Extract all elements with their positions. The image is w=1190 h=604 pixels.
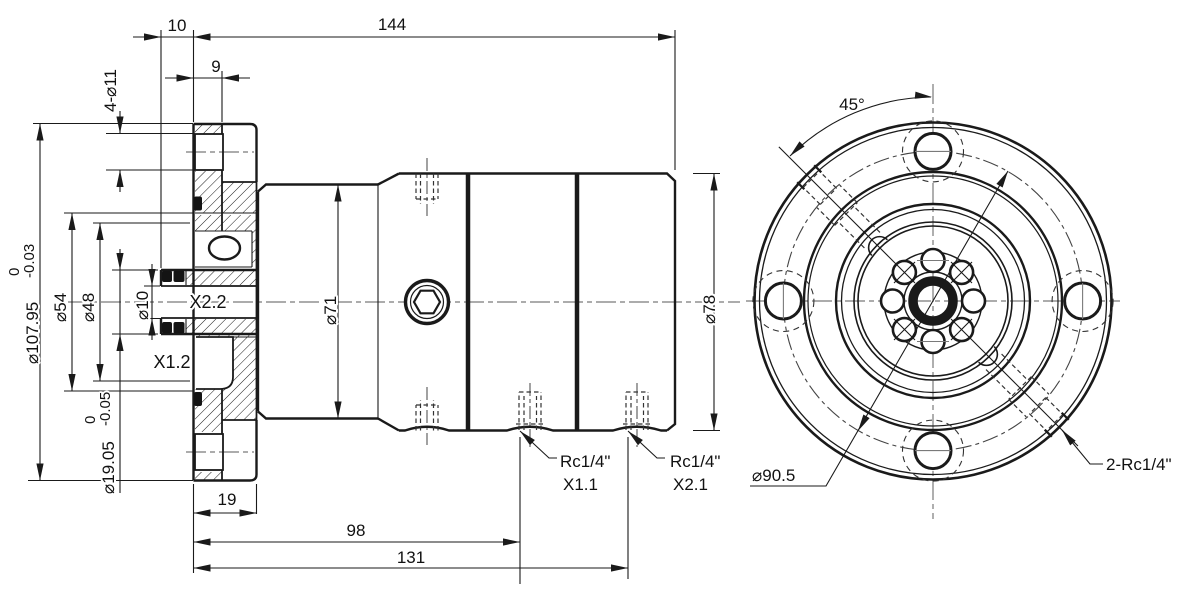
bolt-hole-bottom-section (194, 433, 224, 471)
flange-outline (192, 122, 258, 482)
dim-shaft-label: ⌀19.05 0 -0.05 (80, 390, 120, 496)
dim-144-label: 144 (378, 15, 406, 34)
dim-45deg-label: 45° (839, 95, 865, 114)
flange-section-hatch (186, 124, 257, 481)
body-outline (256, 172, 677, 432)
dim-78-label: ⌀78 (700, 295, 719, 324)
port-x11-thread-label: Rc1/4" (560, 452, 610, 471)
side-ports-leader: 2-Rc1/4" (1059, 427, 1174, 476)
angle-dimension: 45° (787, 91, 933, 159)
cross-port-pocket (195, 230, 253, 267)
shaft-seals (162, 196, 202, 406)
front-circles (753, 121, 1113, 481)
port-x21-thread-label: Rc1/4" (670, 452, 720, 471)
bolt-circle-dimension: ⌀90.5 (750, 169, 1012, 487)
dim-bore-label: ⌀10 (133, 291, 152, 320)
dim-flange-od-label: ⌀107.95 0 -0.03 (4, 242, 44, 366)
dim-flange-od-main: ⌀107.95 (23, 302, 42, 364)
dim-48-label: ⌀48 (79, 293, 98, 322)
dim-71-label: ⌀71 (321, 296, 340, 325)
hidden-ports (415, 173, 651, 431)
dim-98-label: 98 (347, 521, 366, 540)
hex-socket-plug (403, 278, 451, 326)
dim-bolt-circle-label: ⌀90.5 (752, 466, 795, 485)
side-dimension-labels: 10 144 9 4-⌀11 ⌀107.95 0 -0.03 ⌀54 ⌀48 ⌀… (4, 13, 722, 569)
dim-19-label: 19 (218, 490, 237, 509)
side-view: 10 144 9 4-⌀11 ⌀107.95 0 -0.03 ⌀54 ⌀48 ⌀… (4, 13, 740, 584)
label-x12: X1.2 (153, 352, 190, 372)
dim-shaft-tol-upper: 0 (82, 416, 99, 424)
bolt-hole-top-section (194, 133, 224, 171)
x12-pocket (196, 336, 234, 390)
port-x11-id-label: X1.1 (563, 475, 598, 494)
dim-shaft-tol-lower: -0.05 (97, 392, 114, 426)
flange-bolt-holes (752, 120, 1114, 482)
bolt-hole-top (901, 120, 965, 183)
shaft-section (159, 196, 258, 406)
bolt-hole-right (1051, 269, 1114, 333)
bolt-hole-bottom (901, 419, 965, 482)
side-extension-lines (28, 30, 720, 584)
dim-flange-od-tol-lower: -0.03 (21, 244, 38, 278)
label-x22: X2.2 (189, 292, 226, 312)
port-x21-id-label: X2.1 (673, 475, 708, 494)
label-2rc14: 2-Rc1/4" (1106, 455, 1172, 474)
dim-shaft-main: ⌀19.05 (99, 441, 118, 494)
side-port-fitting-lower-right (971, 339, 1079, 447)
bolt-hole-left (752, 269, 815, 333)
dim-54-label: ⌀54 (51, 293, 70, 322)
dim-10-label: 10 (168, 16, 187, 35)
center-bore-ring (908, 276, 958, 326)
side-dimension-lines (36, 33, 718, 572)
dim-bolt-holes-label: 4-⌀11 (101, 69, 120, 112)
dim-flange-od-tol-upper: 0 (6, 268, 23, 276)
dim-131-label: 131 (397, 548, 425, 567)
dim-9-label: 9 (211, 57, 220, 76)
front-view: 45° ⌀90.5 2-Rc1/4" (746, 84, 1174, 519)
